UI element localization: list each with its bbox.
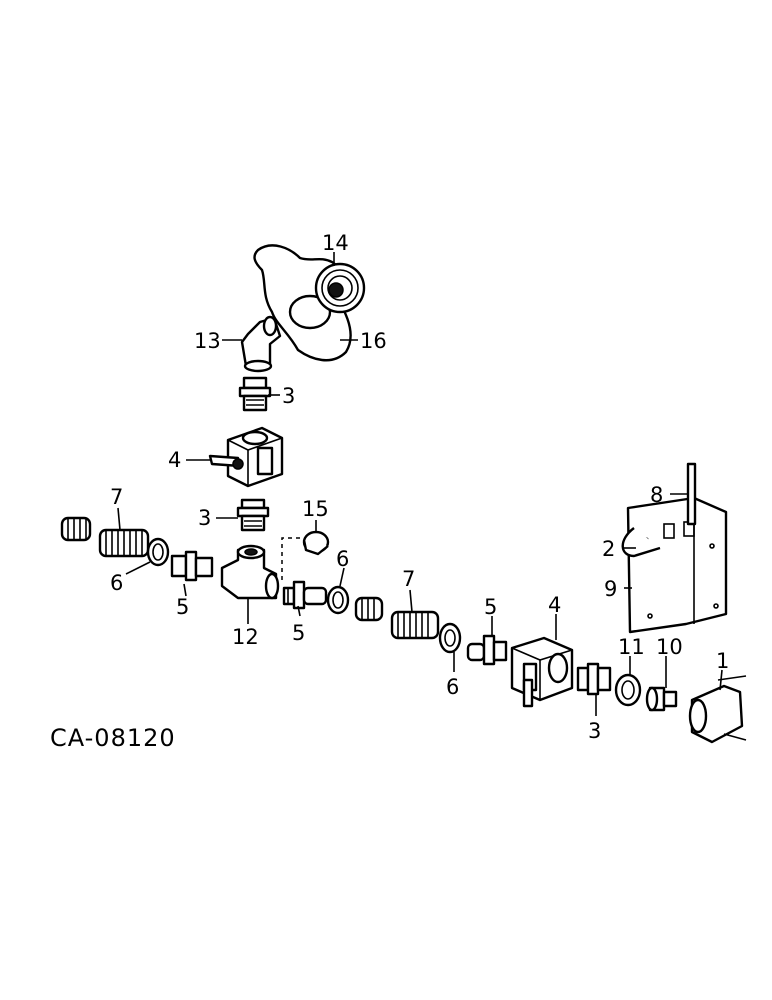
callout-13: 13: [194, 329, 221, 353]
part-8-rod: [686, 462, 697, 526]
part-13-elbow: [240, 315, 282, 373]
part-11-nut: [614, 673, 642, 707]
callout-3-top: 3: [282, 384, 295, 408]
part-9-bracket: [626, 496, 728, 634]
part-7-hose-mid: [390, 610, 440, 640]
callout-6-low: 6: [446, 675, 459, 699]
part-3-nipple-mid: [236, 498, 270, 532]
callout-5-mid: 5: [292, 621, 305, 645]
callout-7-mid: 7: [402, 567, 415, 591]
drawing-code: CA-08120: [50, 724, 176, 752]
part-6-clamp-left: [146, 537, 170, 567]
part-4-valve-lower: [510, 636, 574, 708]
callout-labels: 14 13 16 3 4 3 15 7 6 5 12 5 6 7 6 5 4 3…: [110, 231, 729, 743]
callout-12: 12: [232, 625, 259, 649]
dashed-leader-15: [281, 537, 300, 580]
part-10-adapter: [645, 686, 678, 712]
part-7-hose-left: [98, 528, 150, 558]
callout-9: 9: [604, 577, 617, 601]
callout-8: 8: [650, 483, 663, 507]
leader-lines: [117, 252, 723, 716]
part-6-clamp-low: [438, 622, 462, 654]
part-14-grommet: [314, 262, 366, 314]
part-strainer-mid: [354, 596, 384, 622]
part-15-plug: [302, 530, 330, 556]
callout-14: 14: [322, 231, 349, 255]
callout-3-mid: 3: [198, 506, 211, 530]
callout-16: 16: [360, 329, 387, 353]
part-1-coupler: [688, 675, 747, 744]
part-3-nipple-top: [238, 376, 272, 412]
part-strainer-left: [60, 516, 92, 542]
part-5-barb-mid: [282, 580, 328, 610]
callout-5-right: 5: [484, 595, 497, 619]
callout-11: 11: [618, 635, 645, 659]
callout-5-left: 5: [176, 595, 189, 619]
part-5-barb-right: [466, 634, 508, 666]
part-12-tee: [220, 544, 280, 600]
callout-3-low: 3: [588, 719, 601, 743]
callout-10: 10: [656, 635, 683, 659]
part-3-nipple-low: [576, 662, 612, 696]
callout-2: 2: [602, 537, 615, 561]
part-5-barb-left: [170, 550, 214, 582]
callout-4-upper: 4: [168, 448, 181, 472]
part-6-clamp-mid: [326, 585, 350, 615]
callout-1: 1: [716, 649, 729, 673]
callout-6-left: 6: [110, 571, 123, 595]
part-4-valve-upper: [208, 426, 284, 488]
callout-15: 15: [302, 497, 329, 521]
callout-6-mid: 6: [336, 547, 349, 571]
callout-4-lower: 4: [548, 593, 561, 617]
callout-7-left: 7: [110, 485, 123, 509]
